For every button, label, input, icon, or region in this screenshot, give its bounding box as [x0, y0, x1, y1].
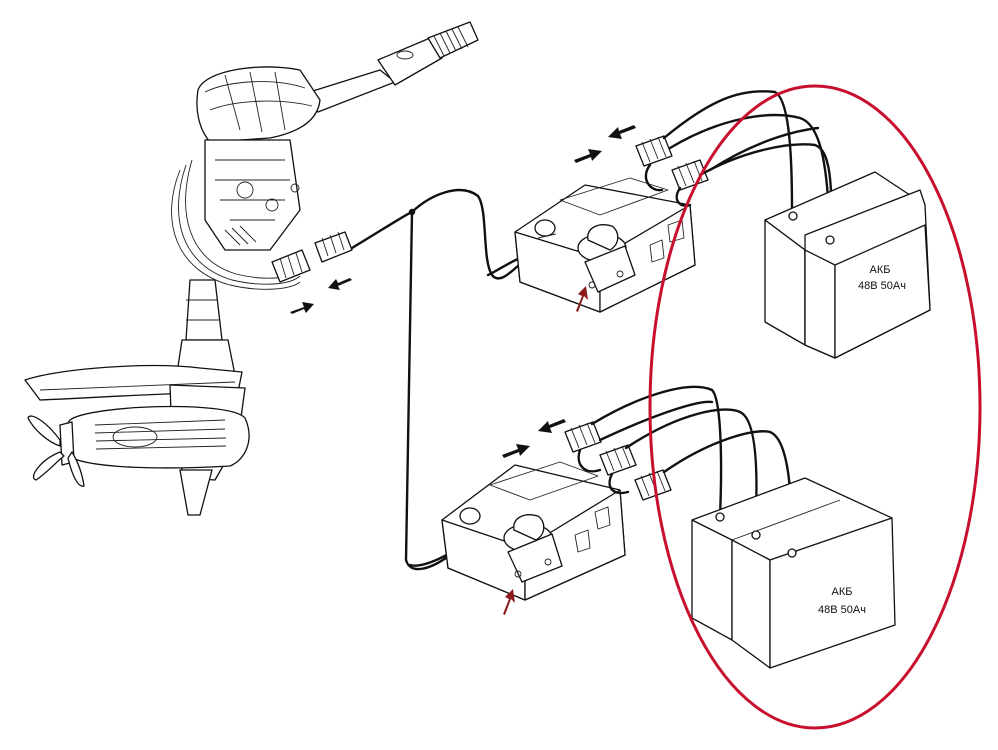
indicator-arrow-top — [576, 286, 588, 312]
direction-arrow-icon — [290, 278, 352, 314]
battery-bottom-label: АКБ — [832, 586, 853, 598]
connector-plug-icon — [635, 135, 709, 191]
connector-plug-icon — [271, 231, 353, 283]
battery-pack-top: АКБ 48В 50Ач — [764, 171, 931, 359]
battery-highlight-ellipse — [648, 84, 982, 730]
connector-plug-icon — [564, 421, 672, 501]
battery-top-spec: 48В 50Ач — [858, 280, 906, 292]
direction-arrow-icon — [502, 419, 566, 458]
battery-switch-box-icon — [441, 461, 626, 601]
battery-top-label: АКБ — [870, 264, 891, 276]
direction-arrow-icon — [574, 125, 636, 163]
indicator-arrow-bottom — [503, 589, 515, 615]
battery-bottom-spec: 48В 50Ач — [818, 604, 866, 616]
outboard-motor-icon — [24, 21, 479, 516]
battery-pack-bottom: АКБ 48В 50Ач — [691, 477, 896, 669]
battery-switch-box-icon — [514, 177, 696, 313]
